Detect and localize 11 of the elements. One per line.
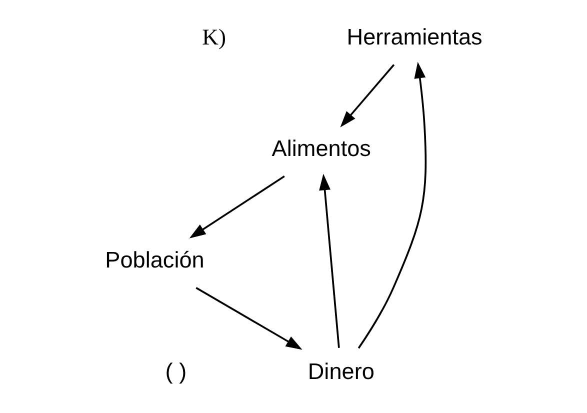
arrow bbox=[189, 176, 285, 238]
label: K) bbox=[202, 24, 226, 50]
label: ( ) bbox=[165, 359, 187, 384]
arrow bbox=[196, 287, 302, 350]
arrow bbox=[319, 174, 340, 348]
node-text: Dinero bbox=[308, 359, 374, 384]
node-text: Alimentos bbox=[272, 136, 371, 162]
node-text: Población bbox=[105, 248, 204, 273]
node-text: Herramientas bbox=[346, 24, 482, 50]
arrow bbox=[358, 62, 427, 349]
arrow bbox=[340, 64, 395, 128]
